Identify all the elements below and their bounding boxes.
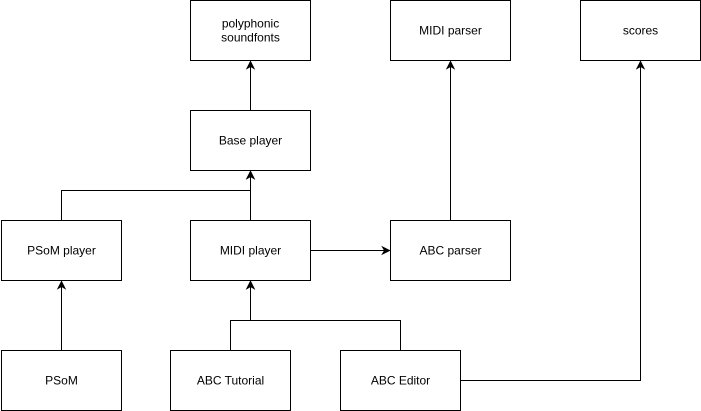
edge-line	[61, 176, 251, 221]
arrowhead-icon	[56, 280, 67, 290]
node-psom[interactable]: PSoM	[1, 350, 122, 411]
arrowhead-icon	[245, 60, 256, 70]
arrowhead-icon	[635, 60, 646, 70]
node-label: ABC Editor	[371, 374, 430, 388]
edge-line	[460, 66, 641, 381]
arrowhead-icon	[245, 170, 256, 180]
edge-midi-player-to-abc-parser	[310, 245, 391, 256]
node-box	[1, 350, 122, 411]
node-box	[1, 220, 122, 281]
edge-line	[250, 286, 401, 351]
node-abc-editor[interactable]: ABC Editor	[340, 350, 461, 411]
edges-layer	[56, 60, 646, 381]
node-box	[170, 350, 291, 411]
node-midi-player[interactable]: MIDI player	[190, 220, 311, 281]
node-label: Base player	[219, 134, 282, 148]
node-label: ABC Tutorial	[197, 374, 264, 388]
node-label: polyphonic	[222, 17, 279, 31]
node-midi-parser[interactable]: MIDI parser	[390, 0, 511, 61]
edge-abc-editor-to-midi-player	[245, 280, 401, 351]
node-label: PSoM	[45, 374, 78, 388]
node-box	[190, 110, 311, 171]
edge-midi-player-to-base-player	[245, 170, 256, 221]
node-label: scores	[623, 24, 658, 38]
node-box	[390, 220, 511, 281]
node-label: PSoM player	[27, 244, 96, 258]
node-base-player[interactable]: Base player	[190, 110, 311, 171]
edge-psom-player-to-base-player	[61, 170, 256, 221]
arrowhead-icon	[381, 245, 391, 256]
edge-abc-editor-to-scores	[460, 60, 646, 381]
node-box	[390, 0, 511, 61]
node-label: ABC parser	[419, 244, 481, 258]
arrowhead-icon	[445, 60, 456, 70]
edge-psom-to-psom-player	[56, 280, 67, 351]
node-box	[190, 220, 311, 281]
node-scores[interactable]: scores	[580, 0, 701, 61]
edge-abc-parser-to-midi-parser	[445, 60, 456, 221]
node-abc-tutorial[interactable]: ABC Tutorial	[170, 350, 291, 411]
node-psom-player[interactable]: PSoM player	[1, 220, 122, 281]
node-box	[580, 0, 701, 61]
node-box	[190, 0, 311, 61]
node-label: MIDI player	[220, 244, 281, 258]
arrowhead-icon	[245, 280, 256, 290]
edge-line	[230, 286, 251, 351]
node-abc-parser[interactable]: ABC parser	[390, 220, 511, 281]
node-label: soundfonts	[221, 31, 280, 45]
node-label: MIDI parser	[419, 24, 482, 38]
edge-base-player-to-polyphonic	[245, 60, 256, 111]
